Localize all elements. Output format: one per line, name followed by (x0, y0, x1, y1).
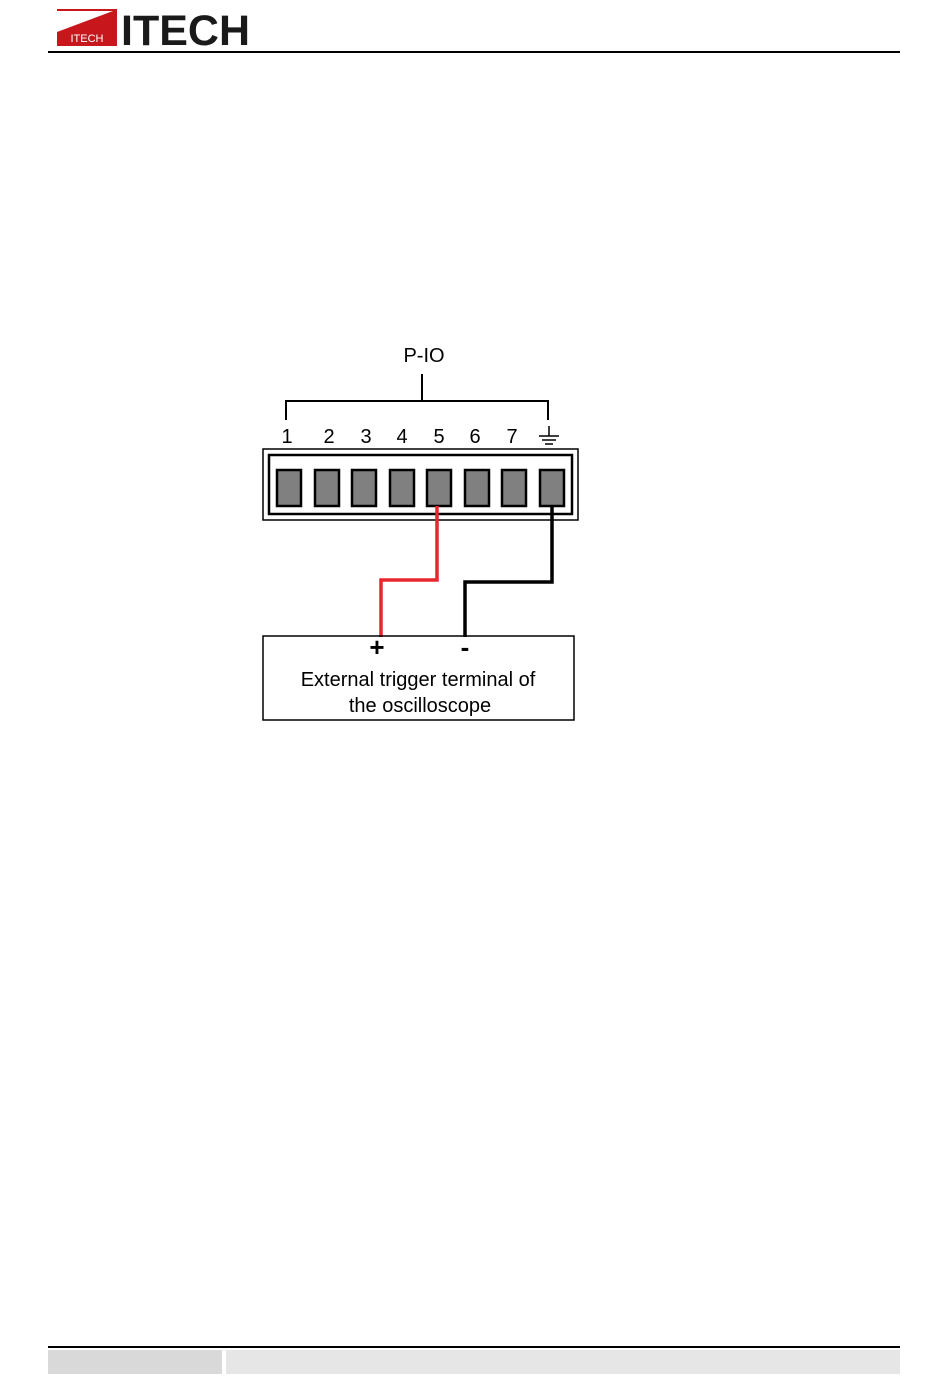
connector-pins (277, 470, 564, 506)
pin-label-3: 3 (360, 426, 371, 448)
negative-wire (465, 506, 552, 637)
connector-label: P-IO (403, 345, 444, 367)
pin-label-1: 1 (281, 426, 292, 448)
terminal-label-line1: External trigger terminal of (301, 669, 536, 691)
pin-6 (465, 470, 489, 506)
pin-bracket (286, 374, 548, 420)
terminal-label-line2: the oscilloscope (349, 695, 491, 717)
pin-2 (315, 470, 339, 506)
pin-label-2: 2 (323, 426, 334, 448)
pin-label-4: 4 (396, 426, 407, 448)
pin-7 (502, 470, 526, 506)
pio-connector (263, 449, 578, 520)
minus-sign: - (461, 632, 470, 662)
pin-label-6: 6 (469, 426, 480, 448)
plus-sign: + (369, 632, 384, 662)
pin-3 (352, 470, 376, 506)
footer-divider (48, 1346, 900, 1348)
positive-wire (381, 506, 437, 637)
pin-4 (390, 470, 414, 506)
ground-icon (539, 426, 559, 444)
pin-label-5: 5 (433, 426, 444, 448)
footer-bar-left (48, 1350, 222, 1374)
pin-number-labels: 1 2 3 4 5 6 7 (281, 426, 517, 448)
pin-ground (540, 470, 564, 506)
pin-1 (277, 470, 301, 506)
footer-bar-right (226, 1350, 900, 1374)
pin-5 (427, 470, 451, 506)
pin-label-7: 7 (506, 426, 517, 448)
